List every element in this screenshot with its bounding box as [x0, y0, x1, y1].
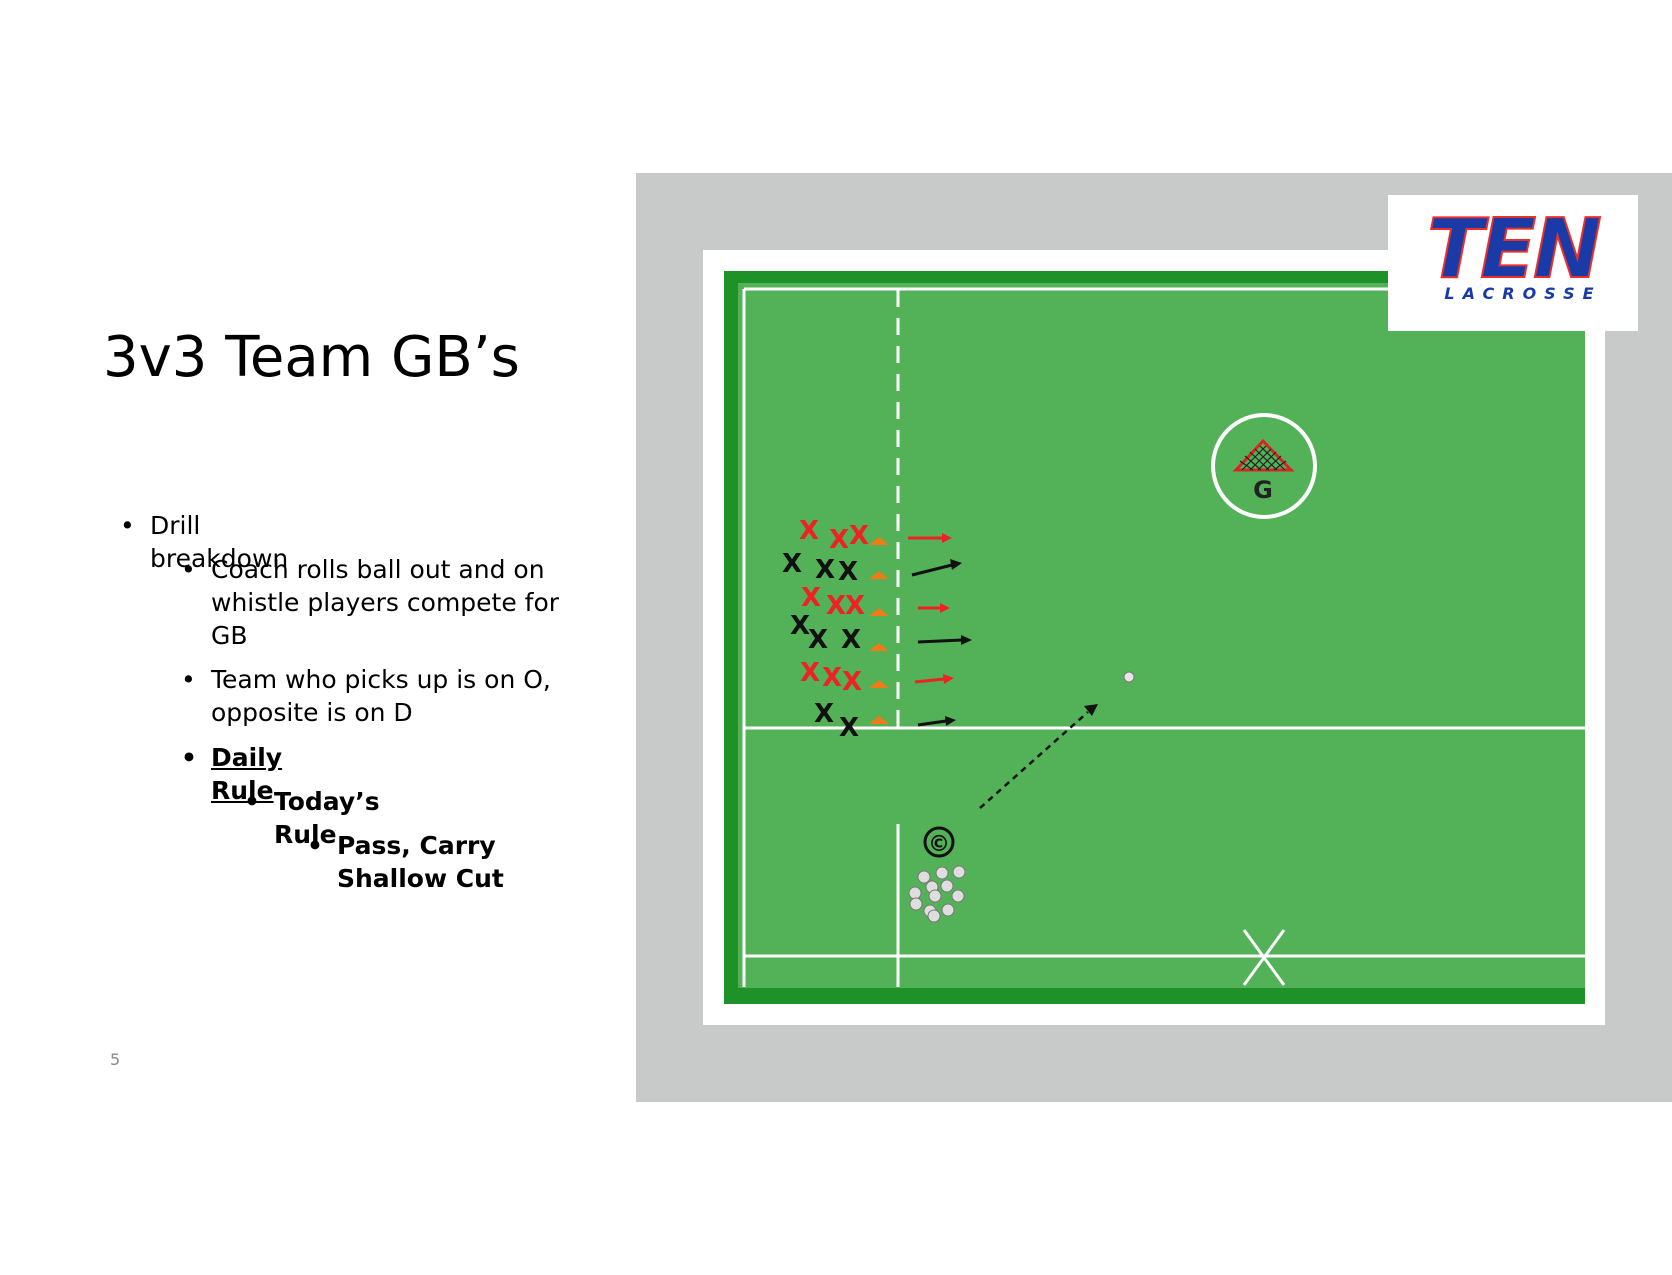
player-red: X: [799, 516, 819, 546]
player-black: X: [814, 699, 834, 729]
goal-net-icon: [1232, 438, 1295, 472]
player-black: X: [841, 625, 861, 655]
coach-icon: [923, 826, 955, 858]
bullet-dot: •: [307, 831, 323, 860]
slide-title: 3v3 Team GB’s: [103, 325, 520, 390]
ball-icon: [935, 866, 949, 880]
ten-lacrosse-logo: TEN LACROSSE: [1426, 201, 1604, 303]
player-red: X: [801, 583, 821, 613]
player-black: X: [782, 549, 802, 579]
roll-path: [979, 711, 1089, 809]
player-black: X: [815, 555, 835, 585]
ball-icon: [952, 865, 966, 879]
coach-label: ©: [928, 832, 950, 857]
player-red: X: [849, 521, 869, 551]
bullet-item: • Today’s Rule: [244, 785, 380, 851]
cone-icon: [869, 643, 889, 651]
player-red: X: [842, 667, 862, 697]
player-red: X: [822, 663, 842, 693]
ball-icon: [917, 870, 931, 884]
field: [738, 283, 1585, 988]
bullet-text: Pass, Carry Shallow Cut: [337, 831, 504, 893]
cone-icon: [869, 608, 889, 616]
run-arrows: [908, 533, 972, 727]
ball-icon: [927, 909, 941, 923]
ball-icon: [1123, 671, 1135, 683]
bullet-text: Daily Rule: [211, 743, 283, 805]
cone-icon: [869, 716, 889, 724]
goalie-label: G: [1253, 476, 1273, 504]
player-black: X: [808, 625, 828, 655]
arrow-head-icon: [1084, 704, 1098, 716]
goal-crease: [1211, 413, 1317, 519]
bullet-item: • Team who picks up is on O, opposite is …: [181, 663, 571, 729]
arrow-head-icon: [943, 674, 954, 684]
cone-icon: [869, 680, 889, 688]
arrow-head-icon: [950, 559, 962, 570]
player-black: X: [839, 713, 859, 743]
arrow-head-icon: [945, 716, 956, 726]
cones: [869, 537, 889, 724]
arrow-black: [917, 719, 947, 727]
field-lines: [742, 287, 1585, 987]
arrow-head-icon: [942, 533, 952, 543]
logo-box: TEN LACROSSE: [1388, 195, 1638, 331]
bullet-dot: •: [181, 665, 196, 694]
ball-icon: [908, 886, 922, 900]
ball-icon: [951, 889, 965, 903]
bullet-dot: •: [181, 743, 197, 772]
ball-icon: [909, 897, 923, 911]
bullet-item: • Daily Rule: [181, 741, 283, 807]
player-red: X: [829, 525, 849, 555]
ball-icon: [941, 903, 955, 917]
cone-icon: [869, 571, 889, 579]
bullet-text: Coach rolls ball out and on whistle play…: [211, 555, 560, 650]
bullet-text: Drill breakdown: [150, 511, 289, 573]
bullet-dot: •: [120, 511, 135, 540]
bullet-item: • Coach rolls ball out and on whistle pla…: [181, 553, 571, 652]
player-black: X: [838, 557, 858, 587]
logo-sub: LACROSSE: [1444, 284, 1601, 303]
players: X X X X X X X X X X X X X X X X X: [782, 516, 869, 743]
ball-pile: [908, 865, 966, 923]
bullet-item: • Drill breakdown: [120, 509, 289, 575]
player-black: X: [790, 611, 810, 641]
bullet-dot: •: [181, 555, 196, 584]
page-number: 5: [110, 1050, 121, 1069]
bullet-text: Today’s Rule: [274, 787, 380, 849]
bullet-dot: •: [244, 787, 260, 816]
arrow-head-icon: [940, 603, 950, 613]
arrow-black: [911, 563, 953, 577]
arrow-head-icon: [961, 635, 972, 645]
ball-icon: [940, 879, 954, 893]
cone-icon: [869, 537, 889, 545]
logo-word: TEN: [1427, 202, 1600, 297]
ball-icon: [928, 889, 942, 903]
player-red: X: [826, 591, 846, 621]
bullet-text: Team who picks up is on O, opposite is o…: [211, 665, 551, 727]
player-red: X: [845, 591, 865, 621]
arrow-black: [917, 638, 963, 644]
player-red: X: [800, 658, 820, 688]
arrow-red: [914, 677, 945, 684]
bullet-item: • Pass, Carry Shallow Cut: [307, 829, 537, 895]
